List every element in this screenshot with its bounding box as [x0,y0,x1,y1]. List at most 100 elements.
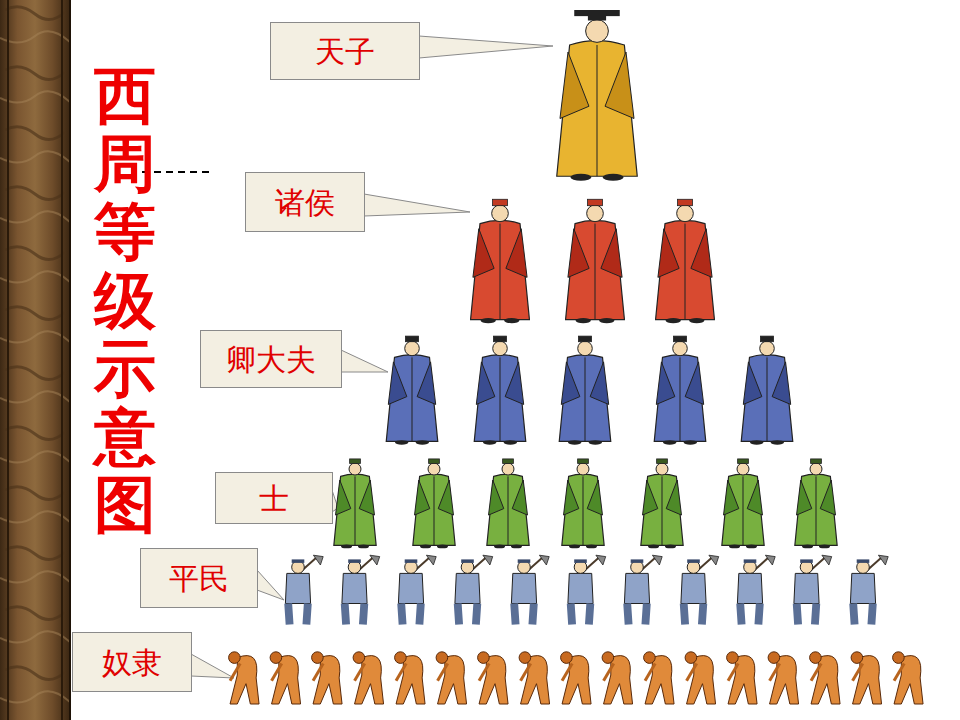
emperor-figure [570,174,591,181]
rank-label: 平民 [169,562,229,595]
commoner-figure [878,555,888,565]
rank-label: 天子 [315,35,375,68]
scholar-figure [502,463,514,475]
lord-figure [481,318,496,323]
lord-figure [677,205,694,222]
scholar-figure [583,476,584,545]
scholar-figure [334,474,376,545]
commoner-figure [765,555,775,565]
commoner-figure [737,573,762,603]
slave-figure [894,663,904,680]
minister-figure [561,362,580,405]
minister-figure [760,336,773,342]
rank-label: 奴隶 [102,646,162,679]
minister-figure [673,336,686,342]
minister-figure [585,357,586,441]
slave-figure [728,663,738,680]
slave-figure [851,652,863,664]
rank-label: 卿大夫 [226,343,316,376]
scholar-figure [413,474,455,545]
minister-figure [767,357,768,441]
minister-figure [663,440,676,444]
scholar-figure [494,545,505,549]
emperor-figure [586,20,609,43]
emperor-figure [560,52,589,119]
lord-figure [504,318,519,323]
scholar-figure [336,480,351,515]
slave-figure [602,652,614,664]
lord-figure [588,199,603,205]
slave-figure [270,652,282,664]
slave-figure [770,663,780,680]
lord-figure [685,224,686,320]
commoner-figure [455,573,480,603]
minister-figure [474,355,526,442]
commoner-figure [794,573,819,603]
slave-figure [395,652,407,664]
minister-figure [559,355,611,442]
lord-figure [656,220,715,319]
scholar-figure [508,476,509,545]
commoner-figure [627,604,647,625]
scholar-figure [578,459,589,464]
slave-figure [436,652,448,664]
slave-figure [438,663,448,680]
scholar-figure [747,480,762,515]
scholar-figure [564,480,579,515]
commoner-figure [345,604,365,625]
slave-figure [396,663,406,680]
scholar-figure [810,463,822,475]
label-box: 平民 [140,548,258,608]
commoner-figure [797,604,817,625]
commoner-figure [405,559,418,563]
scholar-figure [511,545,522,549]
slave-figure [355,663,365,680]
lord-figure [500,224,501,320]
commoner-figure [740,604,760,625]
slave-figure [478,652,490,664]
scholar-figure [648,545,659,549]
lord-figure [471,220,530,319]
commoner-figure [709,555,719,565]
scholar-figure [656,463,668,475]
commoner-figure [518,559,531,563]
scholar-figure [802,545,813,549]
minister-figure [684,440,697,444]
commoner-figure [568,573,593,603]
emperor-figure [603,174,624,181]
label-box: 诸侯 [245,172,365,232]
slave-figure [853,663,863,680]
commoner-figure [853,604,873,625]
wood-border [0,0,70,720]
scholar-figure [724,480,739,515]
lord-figure [492,205,509,222]
commoner-figure [285,573,310,603]
minister-figure [568,440,581,444]
commoner-figure [684,604,704,625]
commoner-figure [398,573,423,603]
minister-figure [405,341,420,356]
scholar-figure [746,545,757,549]
label-box: 奴隶 [72,632,192,692]
label-box: 士 [215,472,333,524]
slave-figure [272,663,282,680]
slave-figure [893,652,905,664]
lord-figure [666,318,681,323]
commoner-figure [426,555,436,565]
label-box: 天子 [270,22,420,80]
emperor-figure [557,41,638,177]
minister-figure [654,355,706,442]
scholar-figure [737,463,749,475]
lord-figure [566,220,625,319]
scholar-figure [577,463,589,475]
commoner-figure [800,559,813,563]
minister-figure [743,362,762,405]
slave-figure [604,663,614,680]
emperor-figure [597,45,598,176]
lord-figure [658,229,679,278]
minister-figure [680,357,681,441]
minister-figure [578,336,591,342]
minister-figure [656,362,675,405]
minister-figure [589,440,602,444]
commoner-figure [652,555,662,565]
